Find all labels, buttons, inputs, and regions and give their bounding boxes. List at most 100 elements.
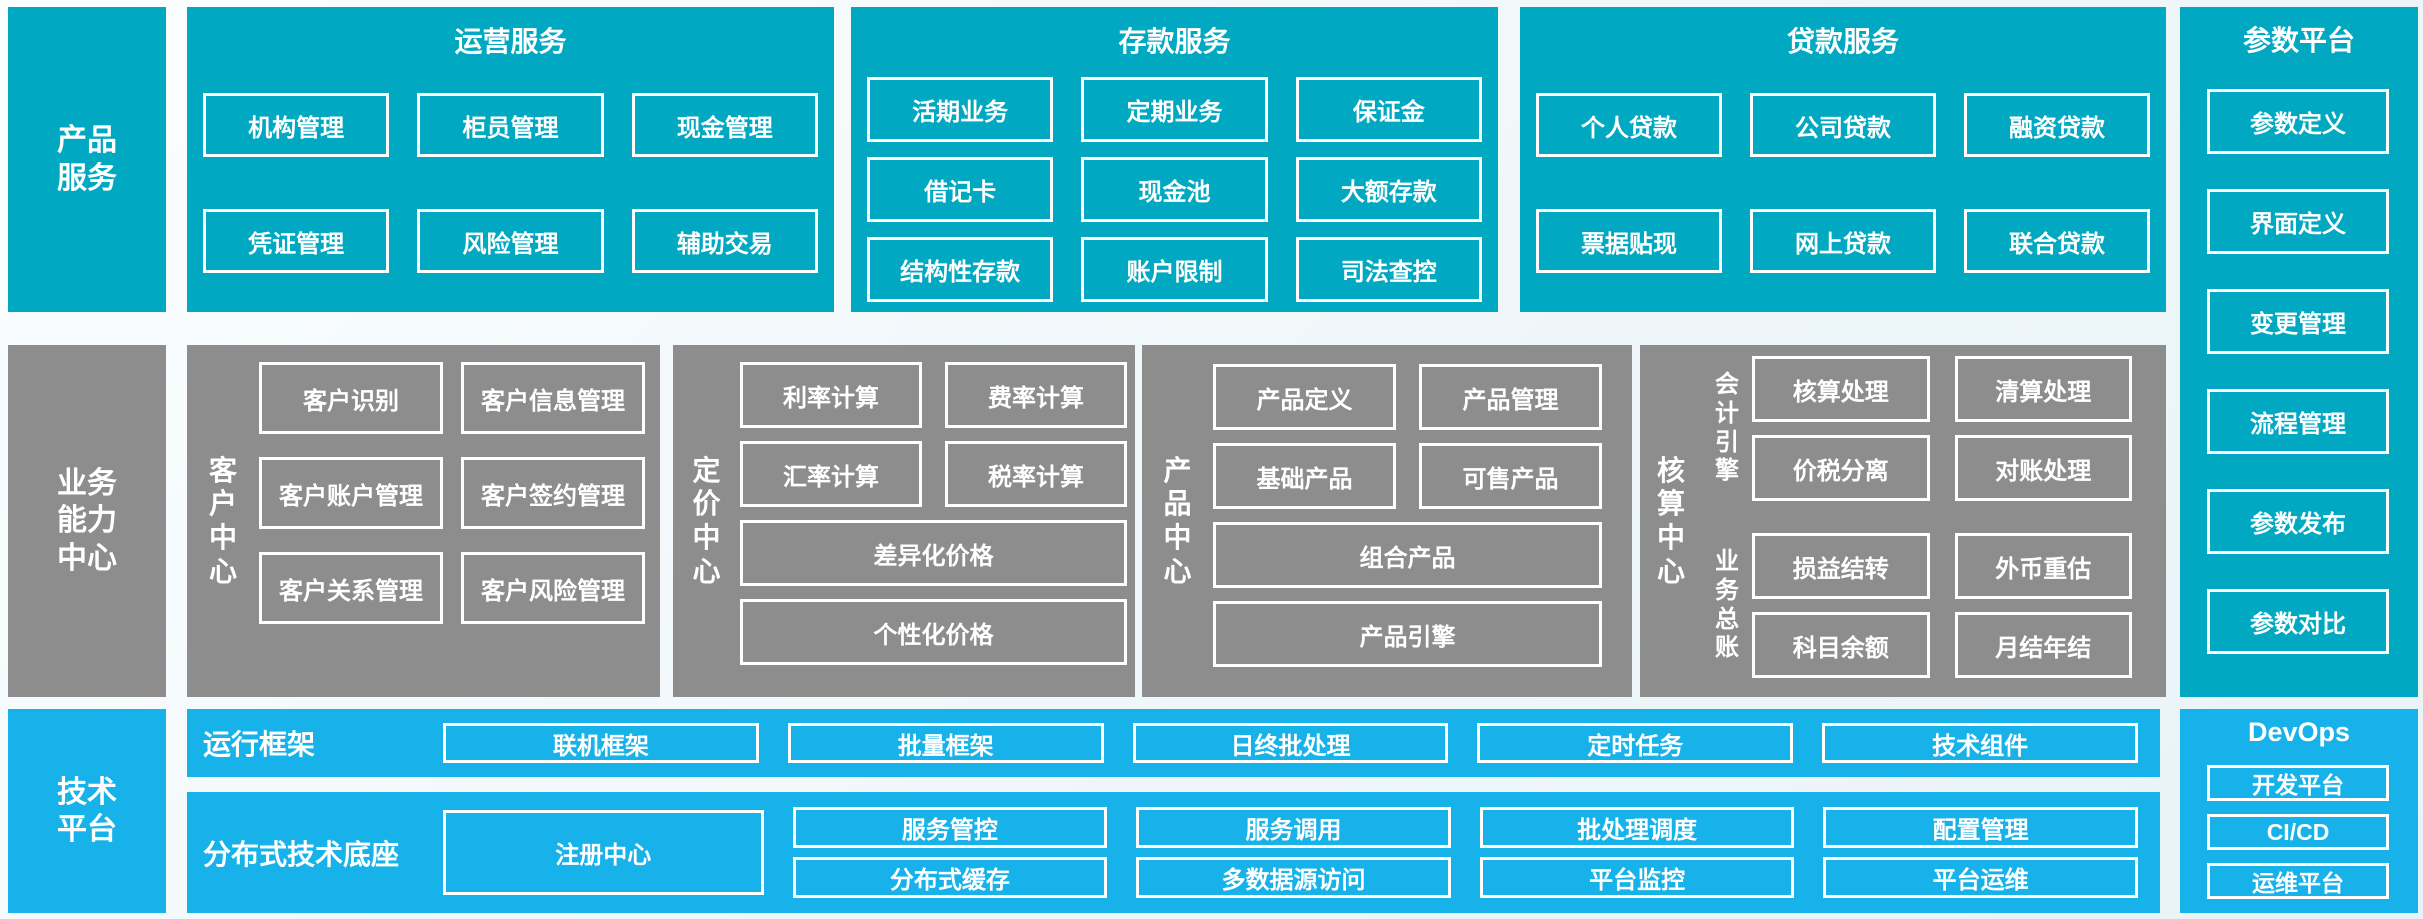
module-box: 联合贷款 [1964,209,2150,273]
module-box: 税率计算 [945,441,1127,507]
sidebar-label: 业务 能力 中心 [57,466,117,575]
product-center-grid: 产品定义 产品管理 基础产品 可售产品 组合产品 产品引擎 [1213,364,1602,667]
panel-title: 运营服务 [454,26,567,57]
module-box: CI/CD [2207,814,2389,850]
module-box: 利率计算 [740,362,922,428]
module-box: 技术组件 [1822,723,2138,763]
column-devops: DevOps 开发平台 CI/CD 运维平台 [2180,709,2418,913]
pricing-center-grid: 利率计算 费率计算 汇率计算 税率计算 差异化价格 个性化价格 [740,362,1127,665]
panel-title: DevOps [2247,717,2351,747]
sidebar-technology-platform: 技术 平台 [8,709,166,913]
module-box: 大额存款 [1295,157,1482,222]
module-box: 平台监控 [1479,857,1795,898]
group-vertical-label: 会 计 引 擎 [1715,370,1739,485]
panel-loan-services: 贷款服务 个人贷款 公司贷款 融资贷款 票据贴现 网上贷款 联合贷款 [1520,7,2166,312]
module-box: 对账处理 [1954,435,2132,501]
module-box: 多数据源访问 [1136,857,1451,898]
module-box: 科目余额 [1752,612,1930,678]
module-box: 损益结转 [1752,533,1930,599]
module-box: 批量框架 [787,723,1104,763]
panel-vertical-label: 定 价 中 心 [692,454,721,587]
module-box: 参数定义 [2207,89,2389,154]
sidebar-product-services: 产品 服务 [8,7,166,312]
operation-services-grid: 机构管理 柜员管理 现金管理 凭证管理 风险管理 辅助交易 [203,93,818,273]
panel-customer-center: 客 户 中 心 客户识别 客户信息管理 客户账户管理 客户签约管理 客户关系管理… [187,345,660,697]
panel-operation-services: 运营服务 机构管理 柜员管理 现金管理 凭证管理 风险管理 辅助交易 [187,7,834,312]
module-box: 现金管理 [631,93,818,157]
module-box: 公司贷款 [1750,93,1936,157]
module-box: 可售产品 [1419,443,1602,509]
panel-title: 参数平台 [2242,25,2355,56]
module-box: 结构性存款 [867,237,1054,302]
deposit-services-grid: 活期业务 定期业务 保证金 借记卡 现金池 大额存款 结构性存款 账户限制 司法… [867,77,1482,302]
module-box: 定时任务 [1477,723,1794,763]
module-box: 变更管理 [2207,289,2389,354]
module-box: 融资贷款 [1964,93,2150,157]
module-box: 客户信息管理 [461,362,645,434]
module-box: 差异化价格 [740,520,1127,586]
module-box: 产品定义 [1213,364,1396,430]
band-column: 批处理调度 平台监控 [1479,807,1795,898]
module-box: 客户风险管理 [461,552,645,624]
runtime-framework-boxes: 联机框架 批量框架 日终批处理 定时任务 技术组件 [443,723,2138,763]
panel-title: 存款服务 [1118,26,1231,57]
module-box: 核算处理 [1752,356,1930,422]
sidebar-business-capability-center: 业务 能力 中心 [8,345,166,697]
module-box: 产品管理 [1419,364,1602,430]
module-box: 联机框架 [443,723,759,763]
module-box: 服务调用 [1136,807,1451,848]
panel-vertical-label: 产 品 中 心 [1163,454,1192,587]
distributed-base-boxes: 注册中心 服务管控 分布式缓存 服务调用 多数据源访问 批处理调度 平台监控 配… [443,807,2138,898]
module-box: 客户关系管理 [259,552,443,624]
module-box: 个性化价格 [740,599,1127,665]
devops-stack: 开发平台 CI/CD 运维平台 [2207,765,2389,899]
panel-title: 贷款服务 [1786,26,1899,57]
module-box: 月结年结 [1954,612,2132,678]
module-box: 组合产品 [1213,522,1602,588]
accounting-center-content: 会 计 引 擎 核算处理 清算处理 价税分离 对账处理 业 务 总 账 损益结转… [1702,356,2132,678]
module-box: 服务管控 [792,807,1108,848]
panel-pricing-center: 定 价 中 心 利率计算 费率计算 汇率计算 税率计算 差异化价格 个性化价格 [673,345,1135,697]
panel-deposit-services: 存款服务 活期业务 定期业务 保证金 借记卡 现金池 大额存款 结构性存款 账户… [851,7,1498,312]
module-box: 开发平台 [2207,765,2389,801]
module-box: 价税分离 [1752,435,1930,501]
module-box: 产品引擎 [1213,601,1602,667]
module-box: 配置管理 [1823,807,2138,848]
panel-vertical-label: 客 户 中 心 [208,454,237,587]
module-box: 参数对比 [2207,589,2389,654]
module-box: 客户识别 [259,362,443,434]
module-box: 基础产品 [1213,443,1396,509]
module-box: 票据贴现 [1536,209,1722,273]
sidebar-label: 产品 服务 [57,124,117,195]
sidebar-label: 技术 平台 [57,775,117,847]
band-runtime-framework: 运行框架 联机框架 批量框架 日终批处理 定时任务 技术组件 [187,709,2160,777]
module-box: 批处理调度 [1479,807,1795,848]
module-box: 定期业务 [1081,77,1268,142]
module-box: 辅助交易 [631,209,818,273]
module-box: 账户限制 [1081,237,1268,302]
band-distributed-tech-base: 分布式技术底座 注册中心 服务管控 分布式缓存 服务调用 多数据源访问 批处理调… [187,792,2160,913]
module-box: 客户签约管理 [461,457,645,529]
accounting-engine-grid: 核算处理 清算处理 价税分离 对账处理 [1752,356,2132,501]
panel-product-center: 产 品 中 心 产品定义 产品管理 基础产品 可售产品 组合产品 产品引擎 [1142,345,1632,697]
module-box: 汇率计算 [740,441,922,507]
band-label: 分布式技术底座 [203,838,400,870]
module-box: 注册中心 [443,810,764,895]
accounting-engine-group: 会 计 引 擎 核算处理 清算处理 价税分离 对账处理 [1702,356,2132,501]
module-box: 流程管理 [2207,389,2389,454]
module-box: 个人贷款 [1536,93,1722,157]
module-box: 借记卡 [867,157,1054,222]
band-column: 服务调用 多数据源访问 [1136,807,1451,898]
group-vertical-label: 业 务 总 账 [1715,547,1739,662]
customer-center-grid: 客户识别 客户信息管理 客户账户管理 客户签约管理 客户关系管理 客户风险管理 [259,362,645,624]
band-column: 服务管控 分布式缓存 [792,807,1108,898]
module-box: 凭证管理 [203,209,390,273]
module-box: 风险管理 [417,209,604,273]
module-box: 分布式缓存 [792,857,1108,898]
business-ledger-grid: 损益结转 外币重估 科目余额 月结年结 [1752,533,2132,678]
business-ledger-group: 业 务 总 账 损益结转 外币重估 科目余额 月结年结 [1702,533,2132,678]
parameter-platform-stack: 参数定义 界面定义 变更管理 流程管理 参数发布 参数对比 [2207,89,2389,654]
module-box: 日终批处理 [1132,723,1449,763]
module-box: 界面定义 [2207,189,2389,254]
